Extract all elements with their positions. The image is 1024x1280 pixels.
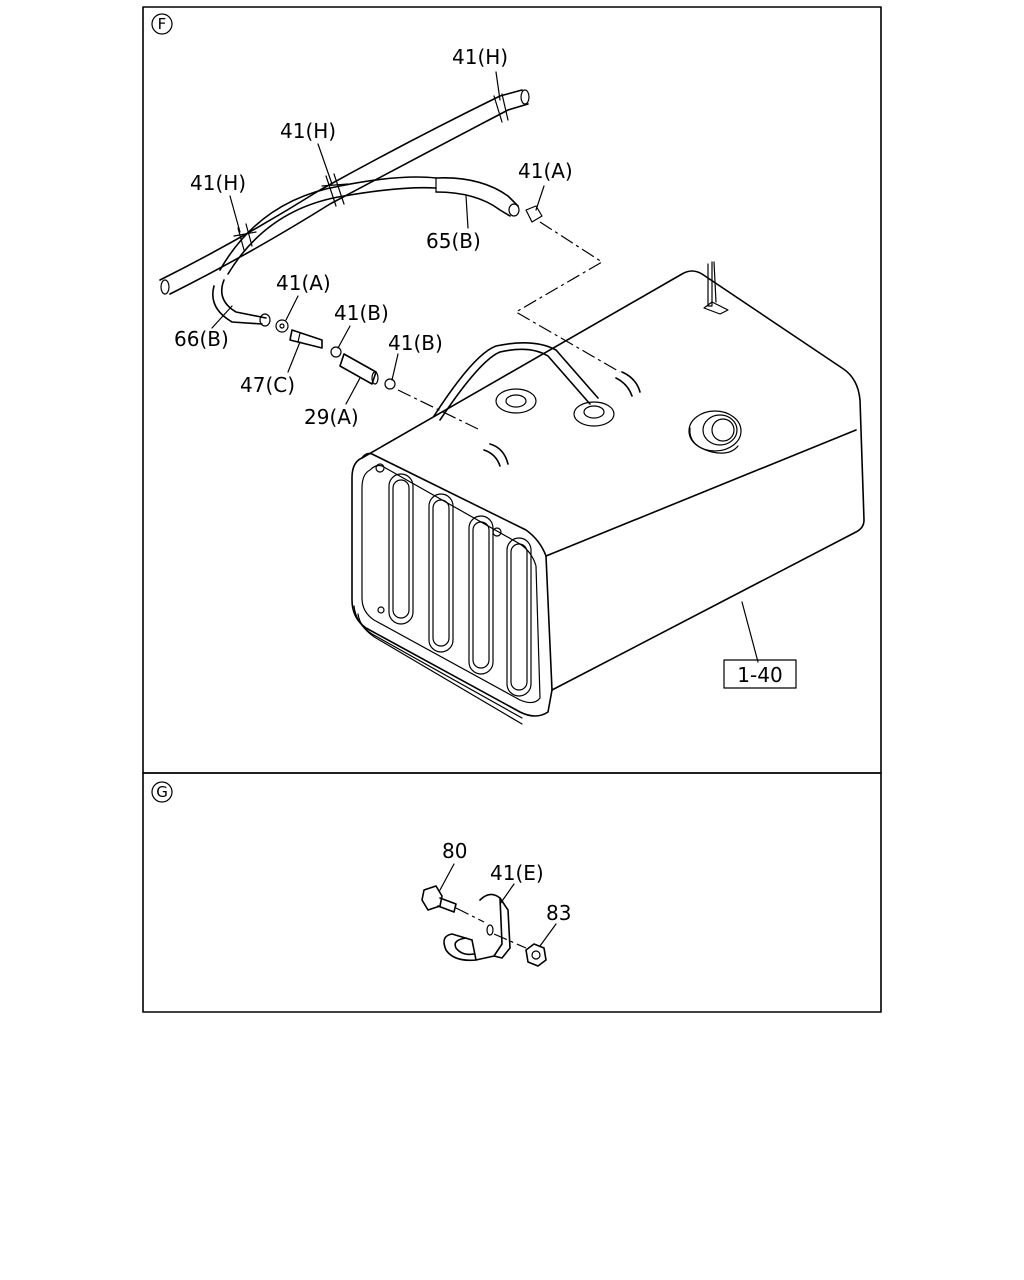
chain-lines [397,221,621,431]
label-66b: 66(B) [174,327,229,351]
label-41b-2: 41(B) [388,331,443,355]
label-65b: 65(B) [426,229,481,253]
label-41a-right: 41(A) [518,159,573,183]
svg-text:1-40: 1-40 [737,663,782,687]
label-41h-left: 41(H) [190,171,246,195]
label-80: 80 [442,839,467,863]
svg-text:F: F [158,15,167,33]
label-29a: 29(A) [304,405,359,429]
section-g-frame [142,772,882,1013]
label-41h-mid: 41(H) [280,119,336,143]
reference-box-1-40: 1-40 [723,659,797,689]
label-47c: 47(C) [240,373,295,397]
label-41a-left: 41(A) [276,271,331,295]
svg-text:G: G [156,783,168,801]
pipe-assembly [159,89,543,390]
label-41b-1: 41(B) [334,301,389,325]
fuel-tank [351,261,865,725]
section-g-marker: G [151,781,173,803]
section-f-marker: F [151,13,173,35]
label-41h-top: 41(H) [452,45,508,69]
leader-lines [211,71,759,663]
label-83: 83 [546,901,571,925]
label-41e: 41(E) [490,861,544,885]
bracket-assembly [421,863,557,967]
